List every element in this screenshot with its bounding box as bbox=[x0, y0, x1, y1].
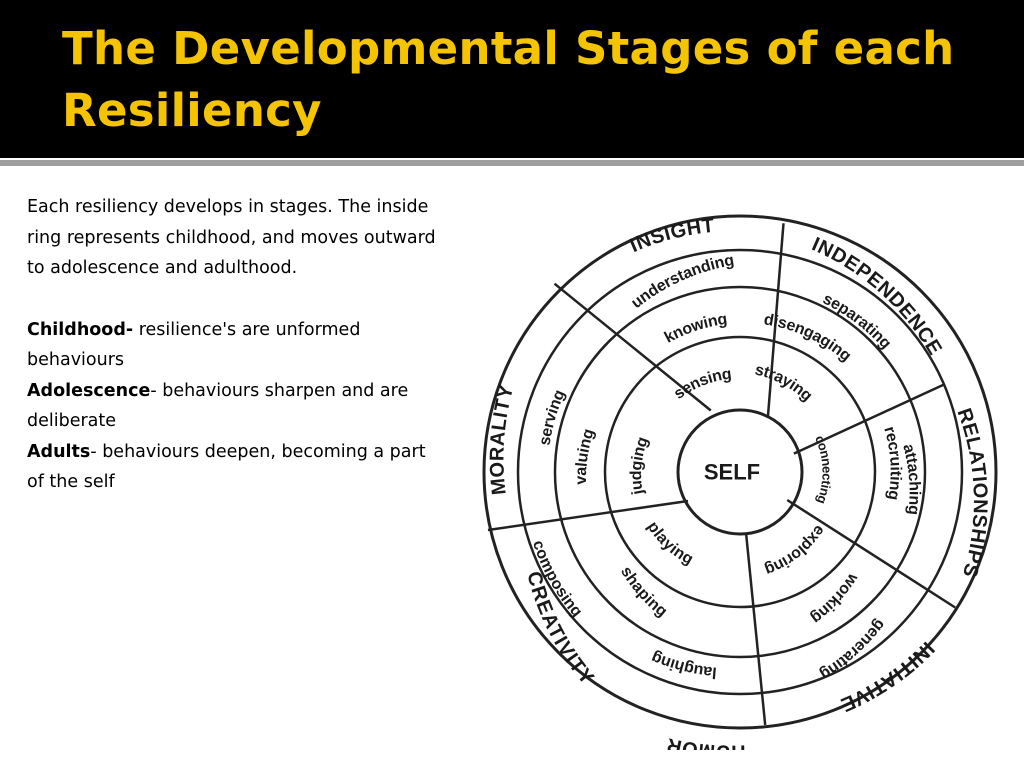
intro-paragraph: Each resiliency develops in stages. The … bbox=[27, 197, 436, 278]
slide-title: The Developmental Stages of each Resilie… bbox=[62, 22, 955, 137]
category-humor: HUMOR bbox=[664, 733, 746, 750]
term-adolescence: Adolescence bbox=[27, 380, 151, 401]
desc-childhood: resilience's are unformed behaviours bbox=[27, 319, 361, 371]
self-label: SELF bbox=[704, 460, 760, 485]
definition-adults: Adults- behaviours deepen, becoming a pa… bbox=[27, 437, 437, 498]
self-circle bbox=[676, 408, 804, 536]
definition-childhood: Childhood- resilience's are unformed beh… bbox=[27, 315, 437, 376]
term-childhood: Childhood- bbox=[27, 319, 134, 340]
term-adults: Adults bbox=[27, 441, 91, 462]
slide-body: Each resiliency develops in stages. The … bbox=[27, 192, 437, 498]
resiliency-wheel: INSIGHT INDEPENDENCE RELATIONSHIPS INITI… bbox=[482, 214, 998, 750]
title-divider bbox=[0, 160, 1024, 166]
desc-adolescence: - behaviours sharpen and are deliberate bbox=[27, 380, 409, 432]
adulthood-ring bbox=[516, 248, 964, 696]
desc-adults: - behaviours deepen, becoming a part of … bbox=[27, 441, 426, 493]
adolescence-ring bbox=[553, 285, 927, 659]
sector-dividers bbox=[487, 223, 956, 726]
title-bar bbox=[0, 0, 1024, 158]
childhood-ring bbox=[603, 335, 877, 609]
definition-adolescence: Adolescence- behaviours sharpen and are … bbox=[27, 376, 437, 437]
